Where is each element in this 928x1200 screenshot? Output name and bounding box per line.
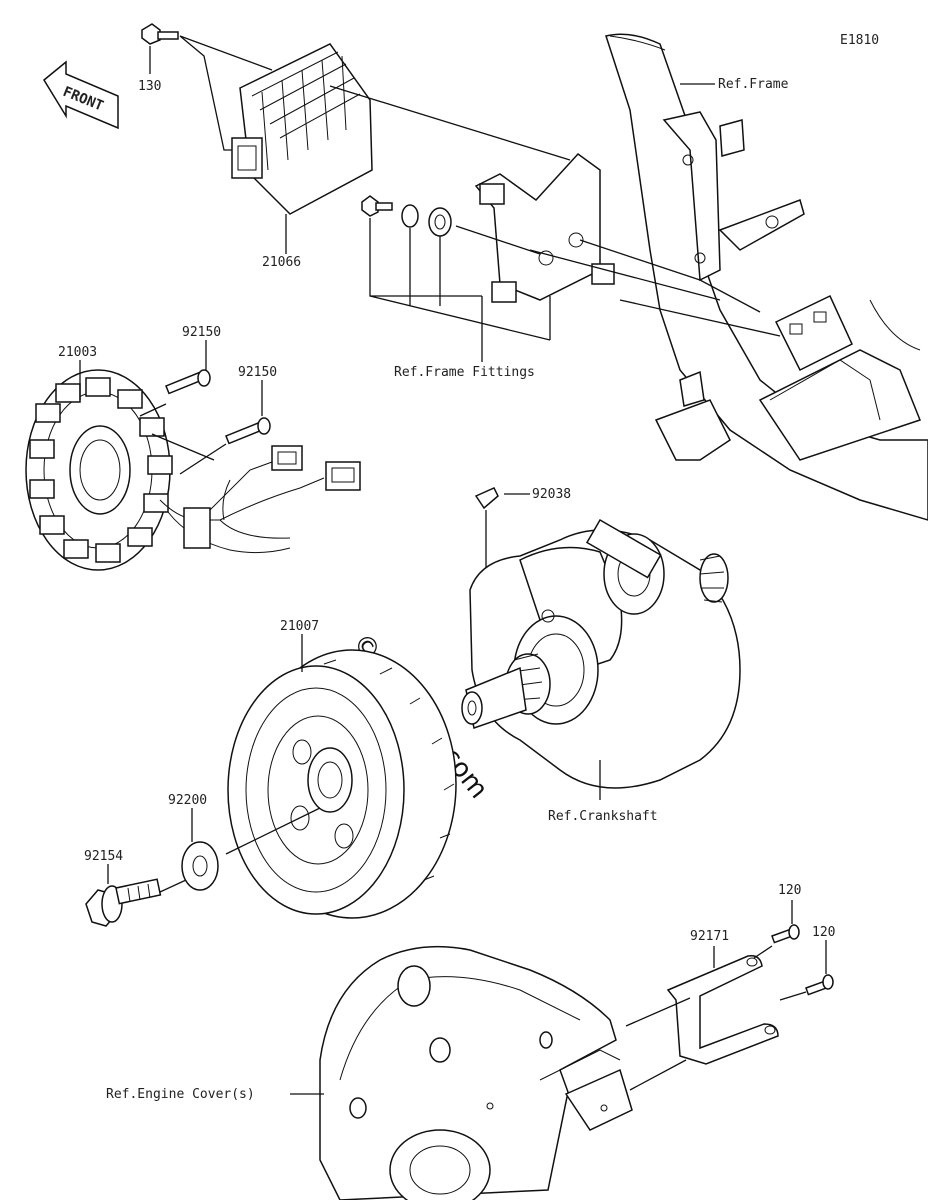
part-number-120-lower: 120: [812, 925, 835, 940]
stator-wiring-connectors: [209, 445, 361, 521]
crankshaft: [461, 518, 741, 789]
part-number-21007: 21007: [280, 619, 319, 634]
screw-92150-upper: [165, 369, 211, 395]
grommet-icon: [428, 207, 452, 237]
ref-crankshaft-label: Ref.Crankshaft: [548, 809, 658, 824]
frame-bolt-icon: [361, 195, 393, 217]
ref-frame-fittings-label: Ref.Frame Fittings: [394, 365, 535, 380]
part-number-92171: 92171: [690, 929, 729, 944]
washer-92200-icon: [181, 841, 219, 891]
ref-frame-label: Ref.Frame: [718, 77, 789, 92]
ref-engine-cover-label: Ref.Engine Cover(s): [106, 1087, 255, 1102]
frame-illustration: [605, 33, 928, 521]
screw-120-upper-icon: [771, 924, 800, 944]
cover-bracket-92171: [666, 954, 779, 1065]
flywheel-rotor: [227, 649, 457, 919]
regulator-rectifier: [231, 43, 373, 215]
part-number-92150-upper: 92150: [182, 325, 221, 340]
part-number-92038: 92038: [532, 487, 571, 502]
stator-coil: [25, 369, 291, 571]
front-arrow-icon: FRONT: [43, 60, 119, 130]
part-number-130: 130: [138, 79, 161, 94]
part-number-92200: 92200: [168, 793, 207, 808]
woodruff-key-icon: [474, 487, 499, 510]
diagram-code: E1810: [840, 33, 879, 48]
part-number-21066: 21066: [262, 255, 301, 270]
part-number-21003: 21003: [58, 345, 97, 360]
frame-fittings-bracket: [474, 152, 615, 303]
part-number-92154: 92154: [84, 849, 123, 864]
bolt-130-icon: [141, 23, 179, 45]
screw-120-lower-icon: [805, 974, 834, 996]
engine-cover: [319, 945, 633, 1200]
flange-bolt-92154-icon: [85, 878, 162, 927]
washer-icon: [401, 204, 419, 228]
part-number-92150-lower: 92150: [238, 365, 277, 380]
screw-92150-lower: [225, 417, 271, 445]
part-number-120-upper: 120: [778, 883, 801, 898]
